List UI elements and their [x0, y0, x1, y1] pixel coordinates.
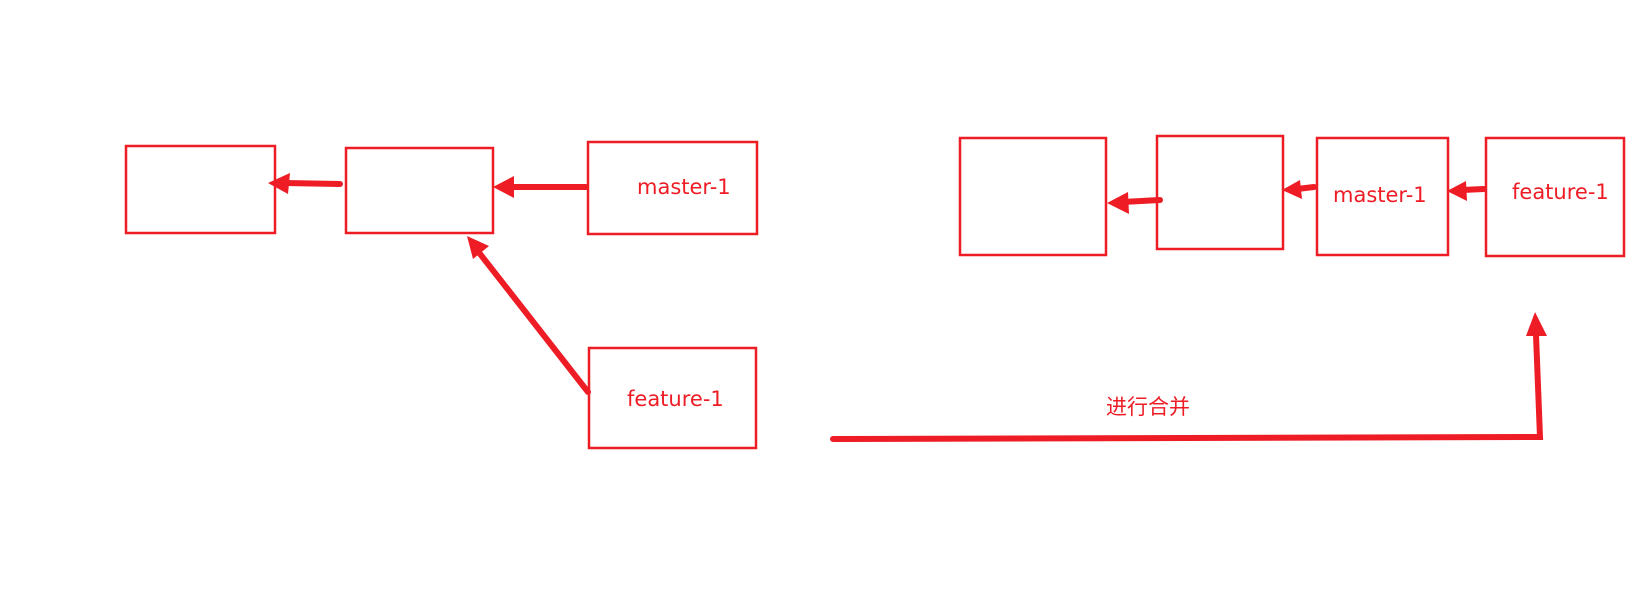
arrow-merged-master-to-base [1282, 180, 1317, 199]
merged-commit-box-feature-1 [1484, 136, 1626, 258]
merge-label: 进行合并 [1106, 395, 1190, 419]
arrow-master-to-base [493, 176, 589, 198]
merge-arrow: 进行合并 [830, 312, 1547, 442]
before-merge-group: master-1 feature-1 [124, 140, 759, 450]
arrow-merged-base-to-root [1107, 192, 1163, 214]
after-merge-group: master-1 feature-1 [958, 134, 1626, 258]
merged-commit-label-feature-1: feature-1 [1512, 180, 1609, 204]
merged-commit-box-master-1 [1315, 136, 1450, 257]
commit-label-feature-1: feature-1 [627, 387, 724, 411]
commit-box-feature-1 [587, 346, 758, 450]
merged-commit-label-master-1: master-1 [1333, 183, 1427, 207]
commit-label-master-1: master-1 [637, 175, 731, 199]
arrow-feature-to-base [467, 236, 591, 395]
commit-box-base [344, 146, 495, 235]
arrow-merged-feature-to-master [1447, 181, 1487, 201]
arrow-base-to-root [268, 173, 343, 194]
commit-box-root [124, 144, 277, 235]
merged-commit-box-base [1155, 134, 1285, 251]
merged-commit-box-root [958, 136, 1108, 257]
